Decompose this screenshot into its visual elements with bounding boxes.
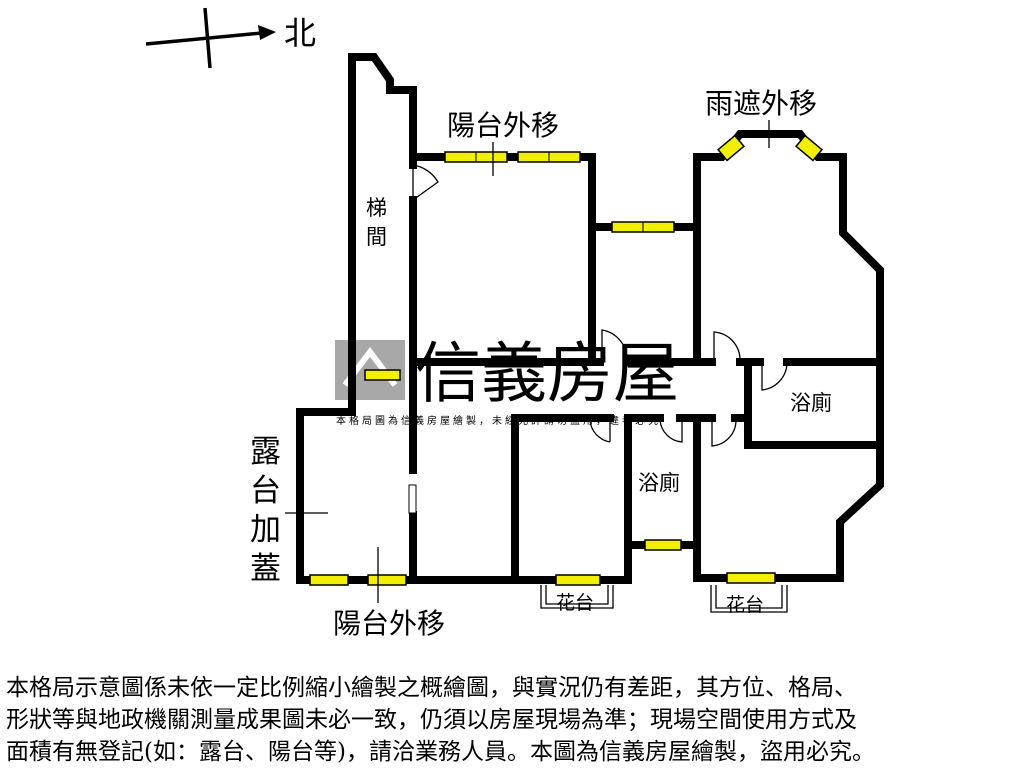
label-terrace-3: 加 xyxy=(250,512,281,548)
watermark: 信義房屋 本格局圖為信義房屋繪製，未經允許請勿盜用，違者必究 xyxy=(335,335,679,427)
label-terrace-4: 蓋 xyxy=(250,551,281,587)
label-balcony-bottom: 陽台外移 xyxy=(333,607,445,640)
north-arrow-icon xyxy=(145,7,276,69)
label-planter-left: 花台 xyxy=(556,592,594,614)
walls xyxy=(296,53,884,584)
label-stairwell-1: 梯 xyxy=(366,196,387,220)
disclaimer-line-3: 面積有無登記(如：露台、陽台等)，請洽業務人員。本圖為信義房屋繪製，盜用必究。 xyxy=(6,739,875,765)
floor-plan: 信義房屋 本格局圖為信義房屋繪製，未經允許請勿盜用，違者必究 北 xyxy=(145,7,884,640)
label-terrace-1: 露 xyxy=(250,434,281,470)
label-canopy: 雨遮外移 xyxy=(705,87,817,120)
label-stairwell-2: 間 xyxy=(366,225,387,249)
compass-label: 北 xyxy=(284,14,316,52)
doors xyxy=(412,164,788,447)
disclaimer-line-2: 形狀等與地政機關測量成果圖未必一致，仍須以房屋現場為準；現場空間使用方式及 xyxy=(6,707,857,733)
disclaimer-line-1: 本格局示意圖係未依一定比例縮小繪製之概繪圖，與實況仍有差距，其方位、格局、 xyxy=(6,675,857,701)
label-bath-right: 浴廁 xyxy=(790,391,832,415)
windows xyxy=(309,134,823,586)
label-planter-right: 花台 xyxy=(726,594,764,616)
watermark-brand: 信義房屋 xyxy=(415,335,679,412)
label-terrace-2: 台 xyxy=(250,473,281,509)
label-balcony-top: 陽台外移 xyxy=(447,109,559,142)
label-bath-middle: 浴廁 xyxy=(638,471,680,495)
planters xyxy=(540,585,788,613)
leader-lines xyxy=(285,120,770,603)
